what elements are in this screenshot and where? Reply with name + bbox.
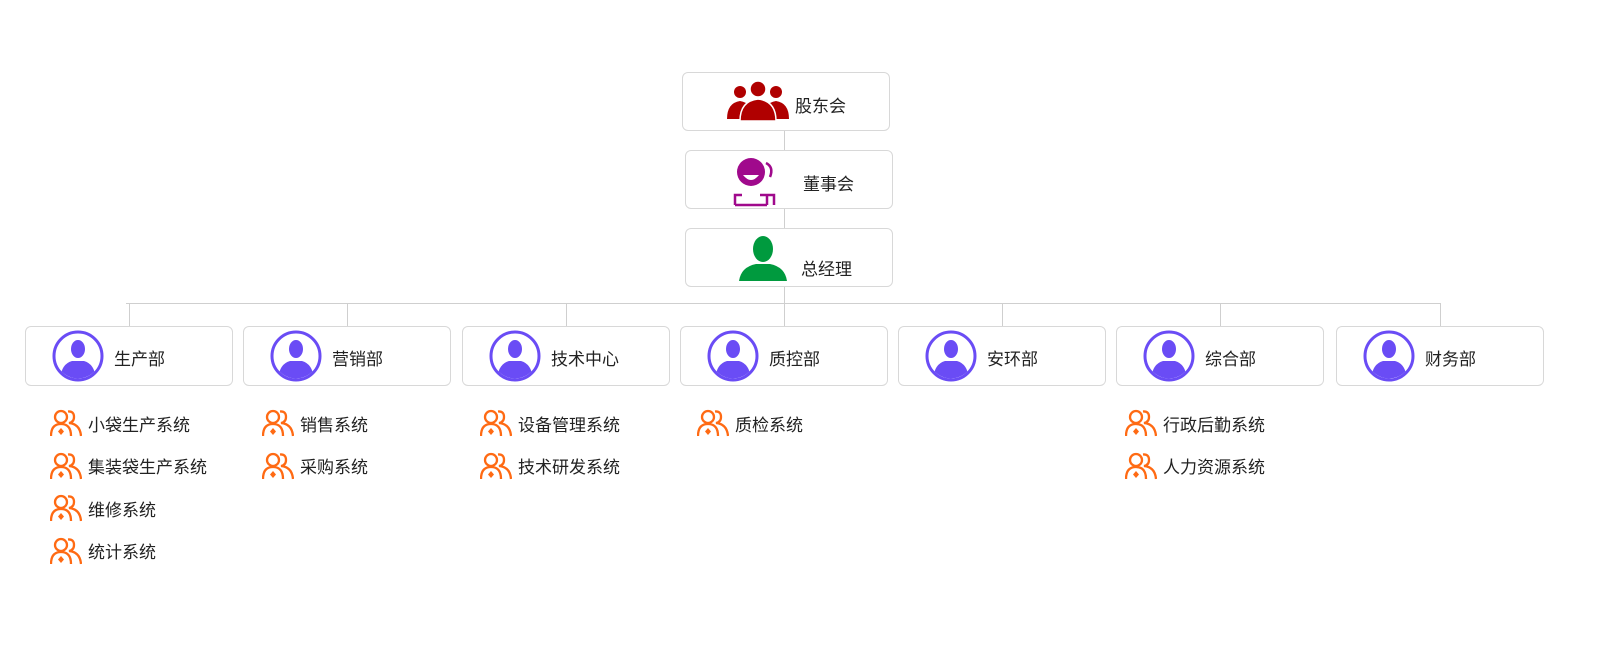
- connector-line: [566, 303, 567, 326]
- node-board[interactable]: 董事会: [685, 150, 893, 209]
- connector-line: [129, 303, 130, 326]
- system-item[interactable]: 人力资源系统: [1125, 451, 1265, 481]
- system-item[interactable]: 统计系统: [50, 536, 156, 566]
- system-group-icon: [50, 452, 82, 479]
- system-label: 人力资源系统: [1163, 458, 1265, 478]
- system-item[interactable]: 小袋生产系统: [50, 408, 190, 438]
- department-person-icon: [925, 330, 977, 382]
- connector-line: [1002, 303, 1003, 326]
- department-node[interactable]: 质控部: [680, 326, 888, 386]
- node-label: 董事会: [803, 175, 854, 195]
- system-label: 采购系统: [300, 458, 368, 478]
- department-person-icon: [1363, 330, 1415, 382]
- connector-line: [784, 209, 785, 228]
- connector-line: [1220, 303, 1221, 326]
- department-person-icon: [1143, 330, 1195, 382]
- system-group-icon: [697, 409, 729, 437]
- department-person-icon: [707, 330, 759, 382]
- department-label: 综合部: [1205, 350, 1256, 370]
- person-icon: [739, 236, 787, 281]
- system-group-icon: [480, 409, 512, 437]
- system-item[interactable]: 质检系统: [697, 408, 803, 438]
- node-label: 股东会: [795, 97, 846, 117]
- connector-line: [347, 303, 348, 326]
- connector-line: [1440, 303, 1441, 326]
- department-label: 质控部: [769, 350, 820, 370]
- system-label: 行政后勤系统: [1163, 415, 1265, 436]
- system-group-icon: [50, 494, 82, 522]
- board-meeting-icon: [733, 158, 776, 207]
- system-group-icon: [1125, 409, 1157, 437]
- system-item[interactable]: 维修系统: [50, 493, 156, 523]
- department-node[interactable]: 综合部: [1116, 326, 1324, 386]
- department-node[interactable]: 营销部: [243, 326, 451, 386]
- system-item[interactable]: 设备管理系统: [480, 408, 620, 438]
- node-general-manager[interactable]: 总经理: [685, 228, 893, 287]
- system-label: 质检系统: [735, 415, 803, 436]
- department-label: 技术中心: [551, 350, 619, 370]
- system-label: 小袋生产系统: [88, 415, 190, 436]
- system-group-icon: [480, 452, 512, 479]
- system-label: 设备管理系统: [518, 415, 620, 436]
- shareholders-group-icon: [727, 80, 789, 121]
- system-label: 统计系统: [88, 543, 156, 563]
- connector-line: [784, 131, 785, 150]
- department-label: 安环部: [987, 350, 1038, 370]
- department-label: 营销部: [332, 350, 383, 370]
- connector-line: [784, 287, 785, 303]
- system-label: 技术研发系统: [518, 458, 620, 478]
- department-person-icon: [489, 330, 541, 382]
- department-label: 生产部: [114, 350, 165, 370]
- department-person-icon: [52, 330, 104, 382]
- system-item[interactable]: 销售系统: [262, 408, 368, 438]
- department-node[interactable]: 安环部: [898, 326, 1106, 386]
- connector-line: [784, 303, 785, 326]
- node-shareholders[interactable]: 股东会: [682, 72, 890, 131]
- system-item[interactable]: 集装袋生产系统: [50, 451, 207, 481]
- department-node[interactable]: 技术中心: [462, 326, 670, 386]
- department-node[interactable]: 财务部: [1336, 326, 1544, 386]
- system-item[interactable]: 行政后勤系统: [1125, 408, 1265, 438]
- system-group-icon: [262, 452, 294, 479]
- node-label: 总经理: [801, 260, 852, 280]
- system-label: 销售系统: [300, 415, 368, 436]
- system-item[interactable]: 采购系统: [262, 451, 368, 481]
- system-label: 集装袋生产系统: [88, 458, 207, 478]
- department-node[interactable]: 生产部: [25, 326, 233, 386]
- department-person-icon: [270, 330, 322, 382]
- department-label: 财务部: [1425, 350, 1476, 370]
- system-label: 维修系统: [88, 500, 156, 521]
- system-group-icon: [262, 409, 294, 437]
- system-group-icon: [50, 537, 82, 564]
- system-item[interactable]: 技术研发系统: [480, 451, 620, 481]
- connector-bus: [126, 303, 1440, 304]
- system-group-icon: [1125, 452, 1157, 479]
- system-group-icon: [50, 409, 82, 437]
